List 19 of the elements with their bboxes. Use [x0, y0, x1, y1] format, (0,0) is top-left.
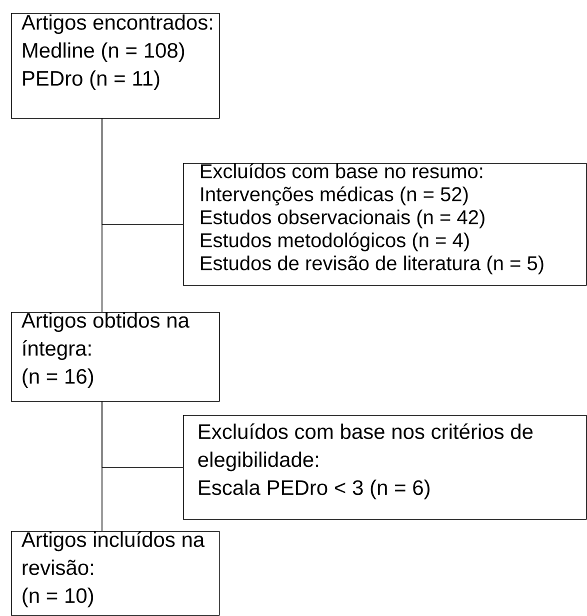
box-text: (n = 10)	[22, 588, 94, 608]
box-text: Medline (n = 108)	[23, 42, 184, 62]
box-text: (n = 16)	[22, 368, 94, 388]
box-text: Artigos incluídos na revisão:	[21, 531, 205, 576]
process-box	[11, 13, 220, 119]
box-text: Artigos obtidos na íntegra:	[21, 312, 190, 360]
box-text: Artigos encontrados:	[21, 14, 212, 34]
box-text: Estudos de revisão de literatura (n = 5)	[201, 256, 544, 274]
process-box	[183, 163, 587, 286]
process-box	[183, 415, 587, 520]
process-box	[11, 312, 220, 402]
process-box	[11, 531, 220, 616]
box-text: Excluídos com base nos critérios de elegibilidade:	[198, 423, 533, 472]
box-text: Excluídos com base no resumo:	[201, 163, 482, 178]
box-text: Intervenções médicas (n = 52)	[201, 186, 468, 206]
box-text: Estudos metodológicos (n = 4)	[201, 232, 469, 252]
box-text: PEDro (n = 11)	[23, 70, 160, 90]
box-text: Escala PEDro < 3 (n = 6)	[199, 480, 430, 500]
box-text: Estudos observacionais (n = 42)	[201, 210, 484, 228]
